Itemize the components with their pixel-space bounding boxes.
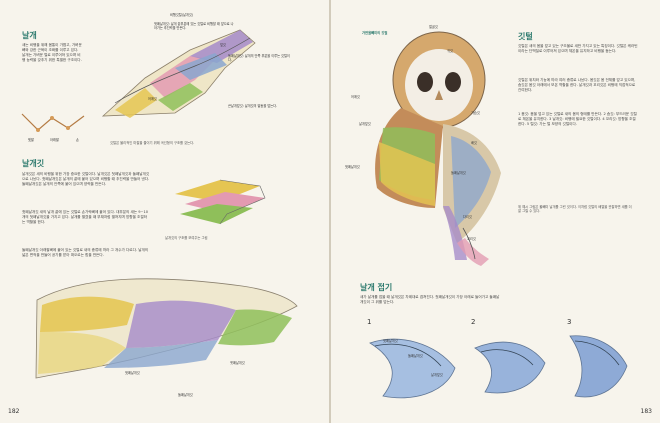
owl-label-10: 다리깃 (463, 215, 472, 219)
fold-label-3: 날개덮깃 (431, 373, 443, 377)
right-text-3: 1 몸깃: 몸을 덮고 있는 깃털로 새의 몸의 형태를 만든다. 2 솜깃: … (518, 112, 637, 126)
right-section-title: 깃털 (518, 32, 533, 41)
fold-text: 새가 날개를 접을 때 날개깃은 차례대로 겹쳐진다. 첫째날개깃이 가장 아래… (360, 295, 500, 304)
wing-feathers-text-1: 날개깃은 새의 비행을 위한 가장 중요한 깃털이다. 날개깃은 첫째날개깃과 … (22, 172, 150, 186)
owl-label-6: 배깃 (471, 141, 477, 145)
wing-label-3: 어깨깃 (148, 97, 157, 101)
owl-label-7: 첫째날개깃 (345, 165, 360, 169)
wing-caption-3: 큰날개덮깃: 날개깃의 밑동을 덮는다. (228, 104, 278, 108)
owl-illustration (375, 31, 501, 266)
section-title-wing-feathers: 날개깃 (22, 159, 45, 168)
wing-label-2: 덮깃 (220, 43, 226, 47)
owl-figure-title: 가면올빼미의 깃털 (362, 31, 388, 35)
page-title: 날개 (22, 31, 37, 40)
figure-caption: 날개깃의 구조를 보여주는 그림 (165, 236, 208, 240)
wing-bones-sketch (21, 113, 85, 132)
page-number-left: 182 (8, 408, 20, 415)
spread-wing-illustration (35, 278, 298, 379)
page-number-right: 183 (640, 408, 652, 415)
wing-illustration (101, 29, 256, 118)
wing-feathers-text-2: 첫째날개깃 새의 날개 끝에 있는 깃털로 손가락뼈에 붙어 있다. 대부분의 … (22, 210, 149, 224)
wing-caption-2: 둘째날개깃: 날개의 안쪽 부분을 이루는 깃털이다. (228, 54, 290, 63)
owl-label-8: 둘째날개깃 (451, 171, 466, 175)
bone-label-3: 손 (76, 138, 79, 142)
intro-text: 새는 비행을 위해 몸통이 가볍고, 가벼운 뼈와 강한 근육이 조화를 이루고… (22, 43, 82, 62)
wing-fold-sequence (369, 335, 628, 399)
owl-label-3: 어깨깃 (351, 95, 360, 99)
feather-note: 깃털은 물리적인 마찰을 줄이기 위해 곡선형의 구조를 갖는다. (110, 141, 195, 145)
fold-step-3: 3 (567, 318, 572, 326)
figure-label-3: 셋째날개깃 (230, 361, 245, 365)
right-text-1: 깃털은 새의 몸을 덮고 있는 구조물로 새만 가지고 있는 특징이다. 깃털은… (518, 44, 638, 53)
right-text-2: 깃털은 위치와 기능에 따라 여러 종류로 나뉜다. 몸깃은 몸 전체를 덮고 … (518, 78, 636, 92)
book-gutter (329, 0, 331, 423)
owl-label-9: 꼬리깃 (467, 237, 476, 241)
right-page: 가면올빼미의 깃털 얼굴깃 귀깃 어깨깃 날개덮깃 가슴깃 배깃 첫째날개깃 둘… (331, 0, 660, 423)
bone-label-1: 윗팔 (28, 138, 34, 142)
owl-label-4: 날개덮깃 (359, 122, 371, 126)
fold-step-2: 2 (471, 318, 476, 326)
wing-feathers-text-3: 둘째날개깃 아래팔뼈에 붙어 있는 깃털로 새의 종류에 따라 그 개수가 다르… (22, 248, 149, 257)
fold-title: 날개 접기 (360, 283, 393, 292)
owl-label-1: 얼굴깃 (429, 25, 438, 29)
left-page: 날개 새는 비행을 위해 몸통이 가볍고, 가벼운 뼈와 강한 근육이 조화를 … (0, 0, 329, 423)
owl-label-5: 가슴깃 (471, 111, 480, 115)
fold-label-2: 둘째날개깃 (408, 354, 423, 358)
owl-label-2: 귀깃 (447, 49, 453, 53)
bone-label-2: 아래팔 (50, 138, 59, 142)
feather-stack-diagram (175, 179, 266, 225)
fold-label-1: 첫째날개깃 (383, 339, 398, 343)
figure-label-2: 둘째날개깃 (178, 393, 193, 397)
wing-caption-1: 첫째날개깃: 날개 끝부분에 있는 깃털로 비행할 때 앞으로 나아가는 추진력… (154, 22, 234, 31)
figure-label-1: 첫째날개깃 (125, 371, 140, 375)
fold-step-1: 1 (367, 318, 372, 326)
right-note: 위 예시 그림은 올빼미 날개를 그린 것이다. 이처럼 깃털의 배열을 관찰하… (518, 205, 632, 214)
wing-label-1: 비행깃털(날개깃) (170, 13, 194, 17)
